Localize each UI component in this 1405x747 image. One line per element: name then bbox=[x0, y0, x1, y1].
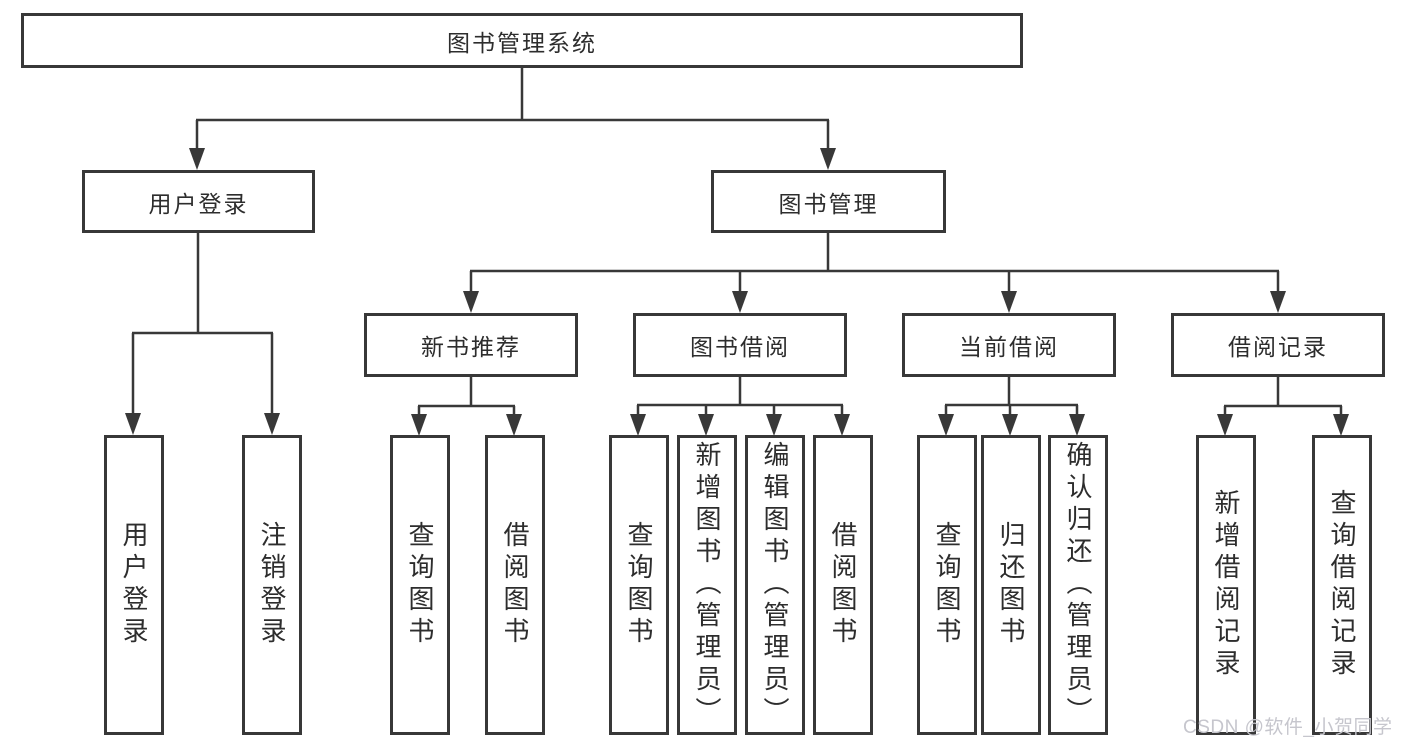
leaf-borrow-borrow-books: 借阅图书 bbox=[813, 435, 873, 735]
arrowhead bbox=[1270, 291, 1286, 313]
arrowhead bbox=[411, 414, 427, 436]
node-label: 图书借阅 bbox=[690, 334, 790, 360]
node-label: 查询图书 bbox=[405, 521, 435, 649]
edge-newbooks-to-leaves bbox=[417, 377, 516, 418]
node-label: 归还图书 bbox=[996, 521, 1026, 649]
leaf-newbooks-borrow-books: 借阅图书 bbox=[485, 435, 545, 735]
leaf-records-add-record: 新增借阅记录 bbox=[1196, 435, 1256, 735]
leaf-borrow-add-books-admin: 新增图书（管理员） bbox=[677, 435, 737, 735]
node-borrow-records: 借阅记录 bbox=[1171, 313, 1385, 377]
arrowhead bbox=[820, 148, 836, 170]
arrowhead bbox=[1217, 414, 1233, 436]
arrowhead bbox=[125, 413, 141, 435]
leaf-records-query-record: 查询借阅记录 bbox=[1312, 435, 1372, 735]
arrowhead bbox=[189, 148, 205, 170]
node-root-system: 图书管理系统 bbox=[21, 13, 1023, 68]
arrowhead bbox=[698, 414, 714, 436]
arrowhead bbox=[506, 414, 522, 436]
node-label: 编辑图书（管理员） bbox=[760, 441, 790, 729]
edge-currentborrow-to-leaves bbox=[944, 377, 1079, 418]
node-label: 注销登录 bbox=[257, 521, 287, 649]
node-label: 图书管理系统 bbox=[447, 29, 597, 56]
arrowhead bbox=[732, 291, 748, 313]
arrowhead bbox=[1069, 414, 1085, 436]
arrowhead bbox=[834, 414, 850, 436]
node-label: 借阅图书 bbox=[500, 521, 530, 649]
leaf-current-confirm-return-admin: 确认归还（管理员） bbox=[1048, 435, 1108, 735]
arrowheads bbox=[125, 148, 1349, 436]
csdn-watermark: CSDN @软件_小贺同学 bbox=[1183, 717, 1393, 738]
node-label: 查询借阅记录 bbox=[1327, 489, 1357, 681]
node-label: 查询图书 bbox=[624, 521, 654, 649]
node-label: 新增图书（管理员） bbox=[692, 441, 722, 729]
node-label: 图书管理 bbox=[778, 190, 879, 217]
node-label: 用户登录 bbox=[119, 521, 149, 649]
node-label: 借阅记录 bbox=[1228, 334, 1328, 360]
arrowhead bbox=[938, 414, 954, 436]
node-label: 新增借阅记录 bbox=[1211, 489, 1241, 681]
arrowhead bbox=[1002, 414, 1018, 436]
arrowhead bbox=[463, 291, 479, 313]
node-label: 查询图书 bbox=[932, 521, 962, 649]
edge-records-to-leaves bbox=[1223, 377, 1343, 418]
node-label: 新书推荐 bbox=[421, 334, 521, 360]
edge-login-to-leaves bbox=[131, 233, 274, 417]
arrowhead bbox=[1333, 414, 1349, 436]
node-user-login-group: 用户登录 bbox=[82, 170, 315, 233]
arrowhead bbox=[264, 413, 280, 435]
node-new-book-recommend: 新书推荐 bbox=[364, 313, 578, 377]
leaf-borrow-query-books: 查询图书 bbox=[609, 435, 669, 735]
arrowhead bbox=[630, 414, 646, 436]
node-book-management: 图书管理 bbox=[711, 170, 946, 233]
leaf-current-query-books: 查询图书 bbox=[917, 435, 977, 735]
edge-bookborrow-to-leaves bbox=[636, 377, 844, 418]
node-current-borrow: 当前借阅 bbox=[902, 313, 1116, 377]
edge-mgmt-to-level3 bbox=[469, 233, 1280, 295]
arrowhead bbox=[766, 414, 782, 436]
node-label: 确认归还（管理员） bbox=[1063, 441, 1093, 729]
leaf-current-return-books: 归还图书 bbox=[981, 435, 1041, 735]
node-label: 用户登录 bbox=[148, 190, 249, 217]
node-book-borrow: 图书借阅 bbox=[633, 313, 847, 377]
leaf-borrow-edit-books-admin: 编辑图书（管理员） bbox=[745, 435, 805, 735]
leaf-user-login: 用户登录 bbox=[104, 435, 164, 735]
edge-root-to-level2 bbox=[195, 68, 830, 152]
leaf-newbooks-query-books: 查询图书 bbox=[390, 435, 450, 735]
node-label: 当前借阅 bbox=[959, 334, 1059, 360]
node-label: 借阅图书 bbox=[828, 521, 858, 649]
leaf-logout: 注销登录 bbox=[242, 435, 302, 735]
arrowhead bbox=[1001, 291, 1017, 313]
